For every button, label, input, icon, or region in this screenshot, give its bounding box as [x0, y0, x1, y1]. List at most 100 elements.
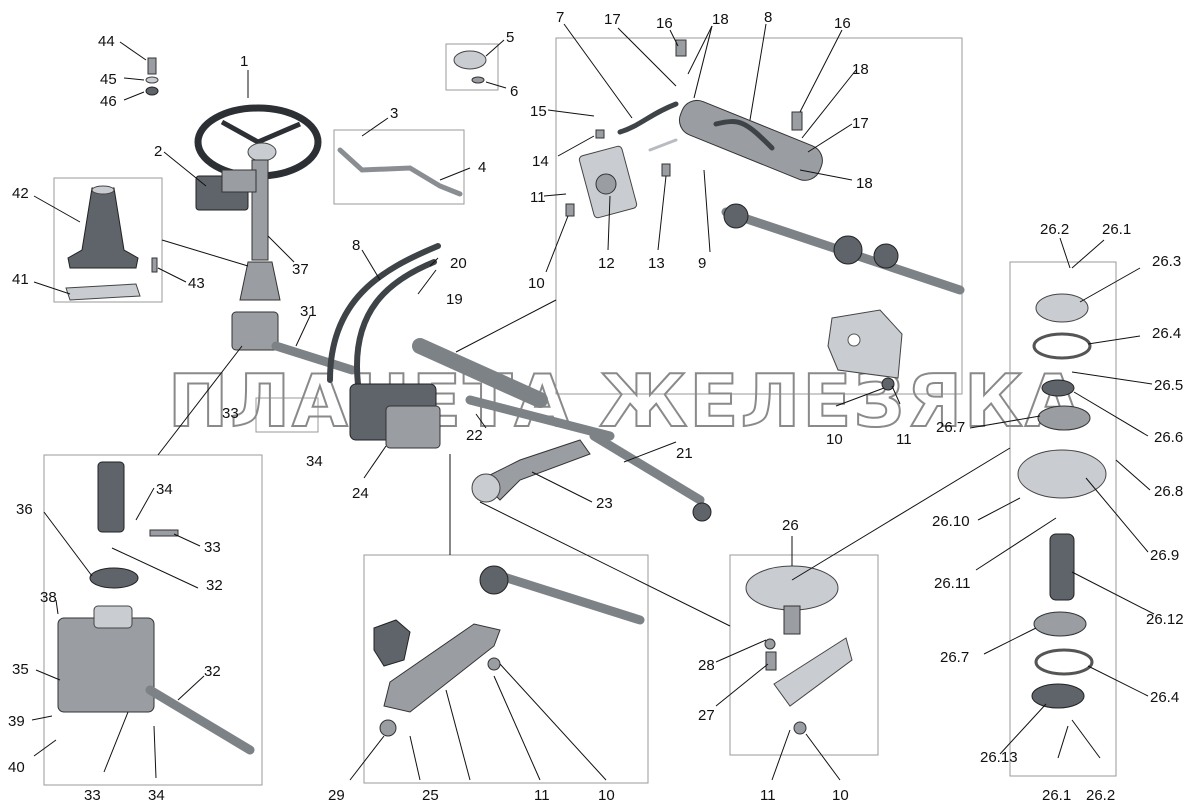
callout: 26.2: [1040, 221, 1069, 238]
pipe-7: [617, 101, 679, 135]
bearing-26-7: [1037, 405, 1091, 431]
boot-42: [67, 187, 139, 269]
watermark: ПЛАНЕТА ЖЕЛЕЗЯКА: [168, 359, 1083, 443]
callout: 33: [84, 787, 101, 804]
callout: 24: [352, 485, 369, 502]
callout: 15: [530, 103, 547, 120]
callout: 20: [450, 255, 467, 272]
callout: 16: [656, 15, 673, 32]
drag-link-end: [483, 567, 645, 625]
pin-26-12: [1049, 533, 1075, 601]
detail-frames: [43, 37, 1117, 786]
callout: 45: [100, 71, 117, 88]
hose-8: [327, 243, 441, 383]
callout: 2: [154, 143, 162, 160]
callout: 26.13: [980, 749, 1018, 766]
callout: 8: [764, 9, 772, 26]
callout: 9: [698, 255, 706, 272]
bearing-26-7b: [1033, 611, 1087, 637]
callout: 28: [698, 657, 715, 674]
callout: 22: [466, 427, 483, 444]
callout: 26.4: [1150, 689, 1179, 706]
callout: 23: [596, 495, 613, 512]
callout: 26.9: [1150, 547, 1179, 564]
callout: 40: [8, 759, 25, 776]
callout: 19: [446, 291, 463, 308]
callout: 26.2: [1086, 787, 1115, 804]
callout: 32: [206, 577, 223, 594]
callout: 8: [352, 237, 360, 254]
knuckle-arm: [773, 637, 853, 707]
callout: 18: [712, 11, 729, 28]
callout: 44: [98, 33, 115, 50]
u-joint: [97, 461, 125, 533]
callout: 34: [306, 453, 323, 470]
column-boot: [239, 261, 281, 301]
callout: 14: [532, 153, 549, 170]
callout: 11: [530, 189, 546, 206]
crank-handle: [337, 147, 463, 197]
callout: 26.10: [932, 513, 970, 530]
arm-23: [479, 439, 591, 501]
callout: 17: [604, 11, 621, 28]
callout: 26.11: [934, 575, 970, 592]
pitman-arm-25: [383, 623, 501, 713]
bracket-plate: [827, 309, 903, 379]
cap-5: [453, 50, 487, 70]
callout: 10: [826, 431, 843, 448]
tie-rod-assembly: [465, 395, 615, 441]
frame-pitman-arm: [363, 554, 649, 784]
callout: 34: [148, 787, 165, 804]
frame-steering-column: [43, 454, 263, 786]
callout: 26.5: [1154, 377, 1183, 394]
callout: 46: [100, 93, 117, 110]
seal-36: [89, 567, 139, 589]
callout: 4: [478, 159, 486, 176]
leader-lines: [31, 23, 1155, 781]
callout: 3: [390, 105, 398, 122]
callout: 34: [156, 481, 173, 498]
cover-26-3: [1035, 293, 1089, 323]
boot-cap: [373, 619, 411, 667]
frame-tie-rod-cylinder: [555, 37, 963, 395]
callout: 6: [510, 83, 518, 100]
frame-bolt-33: [255, 397, 319, 433]
callout: 10: [598, 787, 615, 804]
callout: 35: [12, 661, 29, 678]
callout: 36: [16, 501, 33, 518]
plate-41: [65, 283, 141, 301]
callout: 26.1: [1102, 221, 1131, 238]
gearbox-35: [57, 617, 155, 713]
callout: 13: [648, 255, 665, 272]
callout: 26.8: [1154, 483, 1183, 500]
callout: 11: [760, 787, 776, 804]
track-rod-21: [589, 431, 705, 505]
callout: 5: [506, 29, 514, 46]
intermediate-shaft: [271, 341, 357, 375]
callout: 26.3: [1152, 253, 1181, 270]
hose-19: [354, 259, 437, 387]
callout: 7: [556, 9, 564, 26]
frame-knuckle: [729, 554, 879, 756]
callout: 26.7: [936, 419, 965, 436]
callout: 1: [240, 53, 248, 70]
callout: 25: [422, 787, 439, 804]
callout: 26: [782, 517, 799, 534]
frame-hub: [1009, 261, 1117, 777]
callout: 18: [852, 61, 869, 78]
wheel-hub: [247, 142, 277, 162]
callout: 18: [856, 175, 873, 192]
callout: 29: [328, 787, 345, 804]
part-illustrations: [57, 39, 1107, 755]
callout: 26.12: [1146, 611, 1184, 628]
callout: 27: [698, 707, 715, 724]
cylinder-assembly: [412, 338, 548, 408]
callout: 16: [834, 15, 851, 32]
callout: 31: [300, 303, 317, 320]
callout: 33: [204, 539, 221, 556]
frame-cap: [445, 43, 499, 91]
callout: 41: [12, 271, 29, 288]
ring-26-4: [1032, 332, 1092, 360]
callout: 26.1: [1042, 787, 1071, 804]
